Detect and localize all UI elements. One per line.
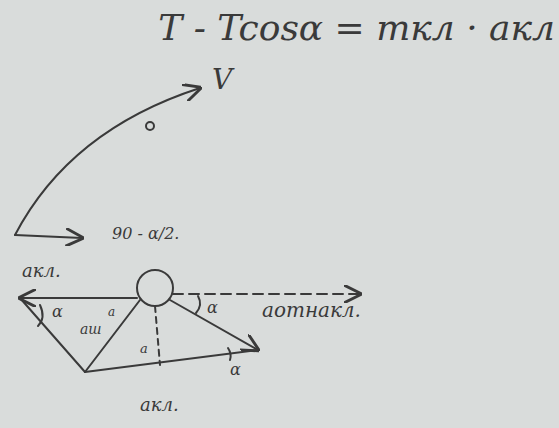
vector-line [170,300,258,350]
vector-label: aкл. [318,300,361,320]
vector-label: α [52,304,63,320]
dashed-line [155,306,160,365]
vector-label: α [230,362,241,378]
vector-label: aш [80,322,102,336]
angle-arc [228,348,231,360]
relative-acceleration-arrow [173,293,360,295]
vector-line [20,298,85,372]
trajectory-point [146,122,154,130]
vector-label: V [212,66,232,94]
acceleration-vector [15,235,82,238]
vector-label: aкл. [22,262,61,280]
angle-arc [196,296,200,313]
equation: T - Tcosα = mкл · aкл [158,10,555,46]
trajectory [15,88,200,235]
vector-label: a [140,342,148,355]
vector-label: α [207,300,218,316]
acceleration-arrow [20,297,137,299]
ball [137,270,173,306]
vector-label: aкл. [140,396,179,414]
angle-arc [38,305,43,326]
vector-label: 90 - α/2. [112,226,179,242]
vector-label: a [108,306,115,318]
vector-label: aотн [262,300,318,320]
vector-line [85,300,140,372]
